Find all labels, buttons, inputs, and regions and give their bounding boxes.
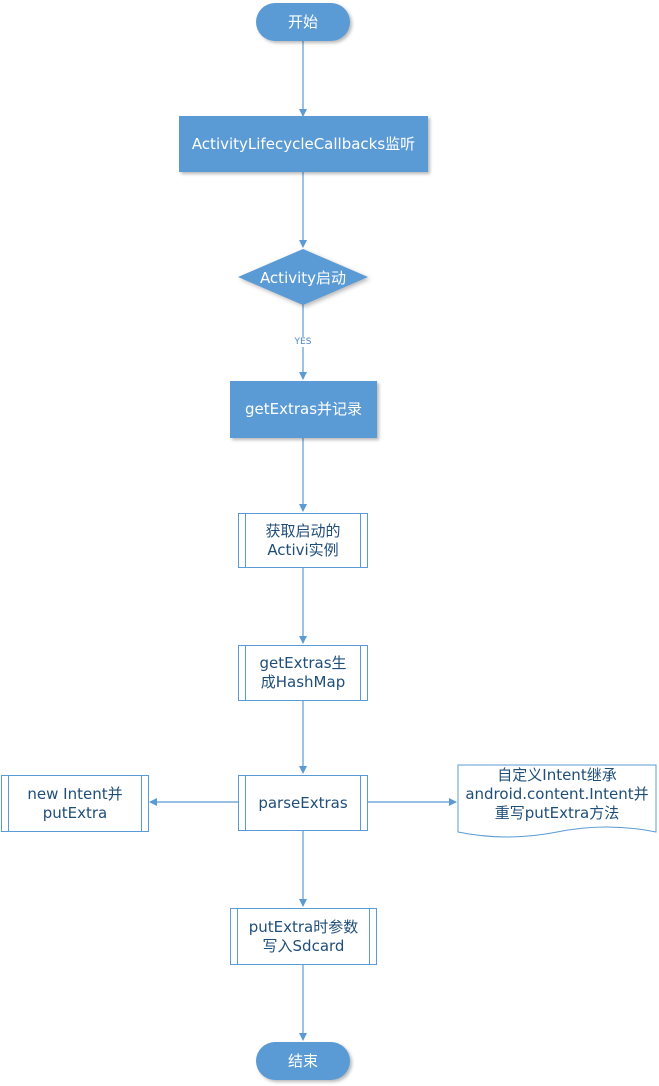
getextras-record-node: getExtras并记录 [230, 381, 377, 438]
process-bar-left [1, 775, 9, 832]
process-bar-right [141, 775, 149, 832]
decision-label: Activity启动 [259, 268, 347, 287]
start-label: 开始 [287, 12, 318, 31]
listener-label: ActivityLifecycleCallbacks监听 [191, 134, 416, 153]
custom-intent-label: 自定义Intent继承 android.content.Intent并 重写pu… [458, 765, 656, 823]
end-label: 结束 [287, 1051, 318, 1070]
write-sdcard-line-1: putExtra时参数 [248, 917, 359, 936]
document-shape [457, 764, 657, 838]
new-intent-node: new Intent并 putExtra [1, 775, 149, 832]
process-bar-right [360, 645, 368, 701]
custom-intent-line-3: 重写putExtra方法 [494, 803, 620, 822]
listener-node: ActivityLifecycleCallbacks监听 [179, 116, 428, 172]
hashmap-line-1: getExtras生 [259, 654, 347, 672]
process-bar-right [360, 513, 368, 568]
process-bar-left [238, 645, 246, 701]
process-bar-left [238, 775, 246, 831]
parse-extras-label: parseExtras [258, 793, 348, 812]
process-bar-right [360, 775, 368, 831]
new-intent-line-2: putExtra [42, 803, 108, 822]
start-node: 开始 [256, 3, 350, 41]
process-bar-right [369, 908, 377, 965]
hashmap-node: getExtras生 成HashMap [238, 645, 368, 701]
get-instance-line-2: Activi实例 [267, 540, 339, 559]
new-intent-line-1: new Intent并 [27, 784, 123, 803]
write-sdcard-line-2: 写入Sdcard [262, 936, 345, 955]
get-instance-line-1: 获取启动的 [265, 521, 341, 540]
get-instance-node: 获取启动的 Activi实例 [238, 513, 368, 568]
custom-intent-line-2: android.content.Intent并 [465, 784, 649, 803]
custom-intent-line-1: 自定义Intent继承 [497, 765, 617, 784]
write-sdcard-node: putExtra时参数 写入Sdcard [230, 908, 377, 965]
parse-extras-node: parseExtras [238, 775, 368, 831]
process-bar-left [238, 513, 246, 568]
process-bar-left [230, 908, 238, 965]
decision-diamond [238, 249, 368, 305]
end-node: 结束 [256, 1042, 350, 1080]
getextras-record-label: getExtras并记录 [244, 400, 363, 418]
yes-label: YES [288, 337, 318, 347]
hashmap-line-2: 成HashMap [260, 673, 346, 691]
